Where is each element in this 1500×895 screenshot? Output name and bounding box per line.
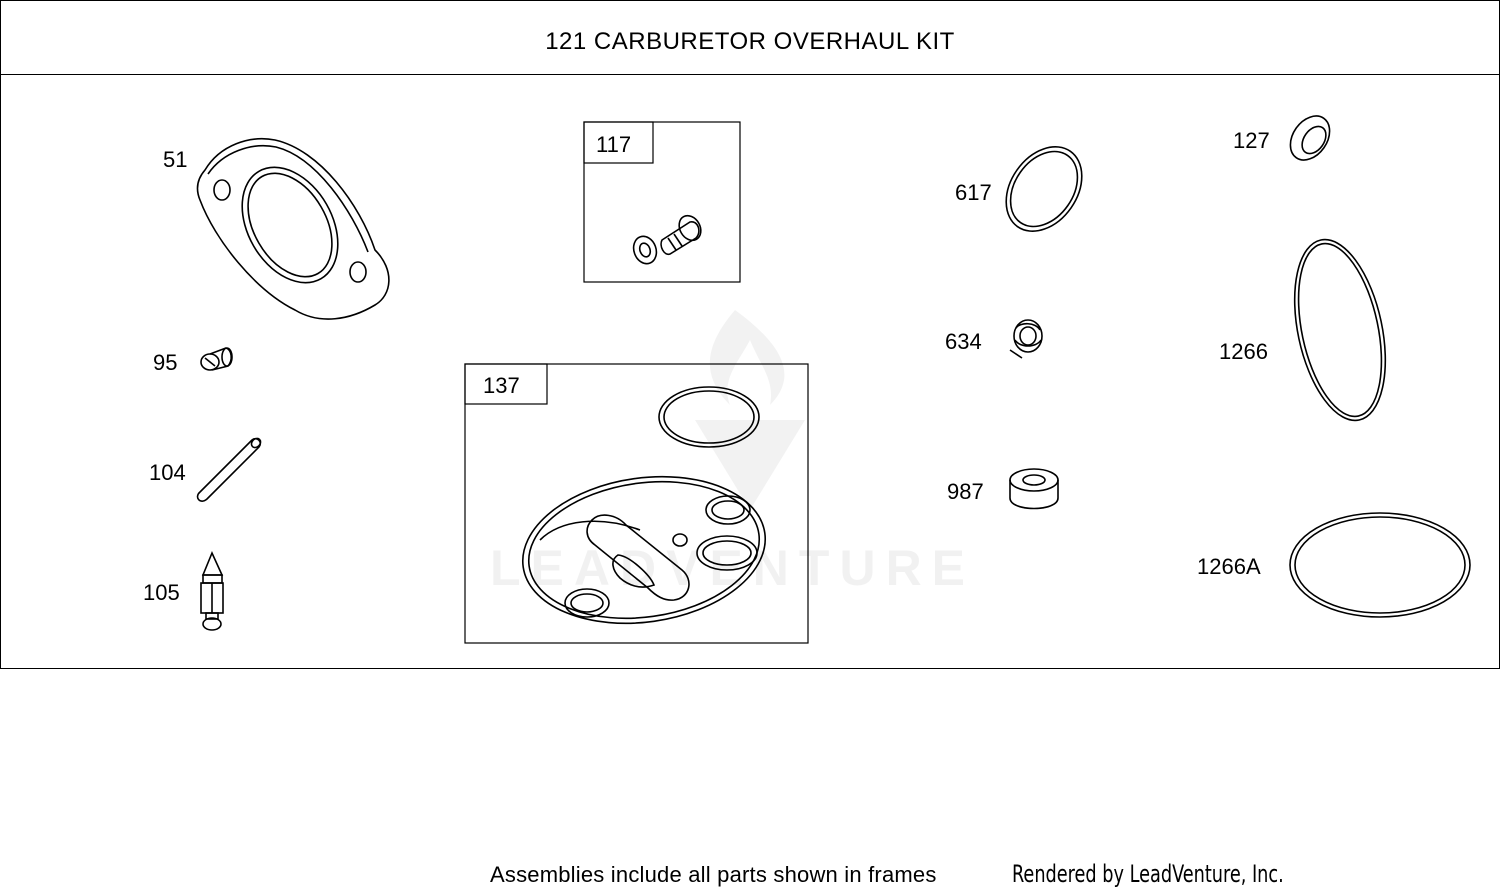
part-104-pin-icon[interactable] [196,437,263,502]
callout-137: 137 [483,373,520,398]
watermark-text: LEADVENTURE [490,540,975,596]
callout-127: 127 [1233,128,1270,153]
diagram-title: 121 CARBURETOR OVERHAUL KIT [545,28,955,55]
part-137-oring-icon[interactable] [658,386,760,448]
callout-987: 987 [947,479,984,504]
callout-634: 634 [945,329,982,354]
frame-117 [583,121,741,283]
part-117-screw-washer-icon[interactable] [630,212,705,267]
part-105-needle-icon[interactable] [200,550,224,631]
footer-note: Assemblies include all parts shown in fr… [490,862,937,887]
part-1266a-oring-icon[interactable] [1289,512,1471,618]
part-634-spring-icon[interactable] [1009,319,1043,359]
part-617-oring-icon[interactable] [991,132,1098,245]
part-987-bushing-icon[interactable] [1009,468,1059,510]
part-1266-oring-icon[interactable] [1280,231,1400,428]
callout-105: 105 [143,580,180,605]
callout-1266a: 1266A [1197,554,1261,579]
callout-1266: 1266 [1219,339,1268,364]
callout-51: 51 [163,147,187,172]
callout-117: 117 [596,132,631,157]
frame-137 [464,363,809,644]
footer-credit: Rendered by LeadVenture, Inc. [1012,860,1284,888]
callout-104: 104 [149,460,186,485]
part-137-gasket-plate-icon[interactable] [513,462,775,639]
part-127-washer-icon[interactable] [1282,109,1337,168]
callout-617: 617 [955,180,992,205]
part-95-screw-icon[interactable] [200,347,233,371]
callout-95: 95 [153,350,177,375]
part-51-gasket-icon[interactable] [196,138,390,320]
watermark-logo-icon [695,310,805,510]
